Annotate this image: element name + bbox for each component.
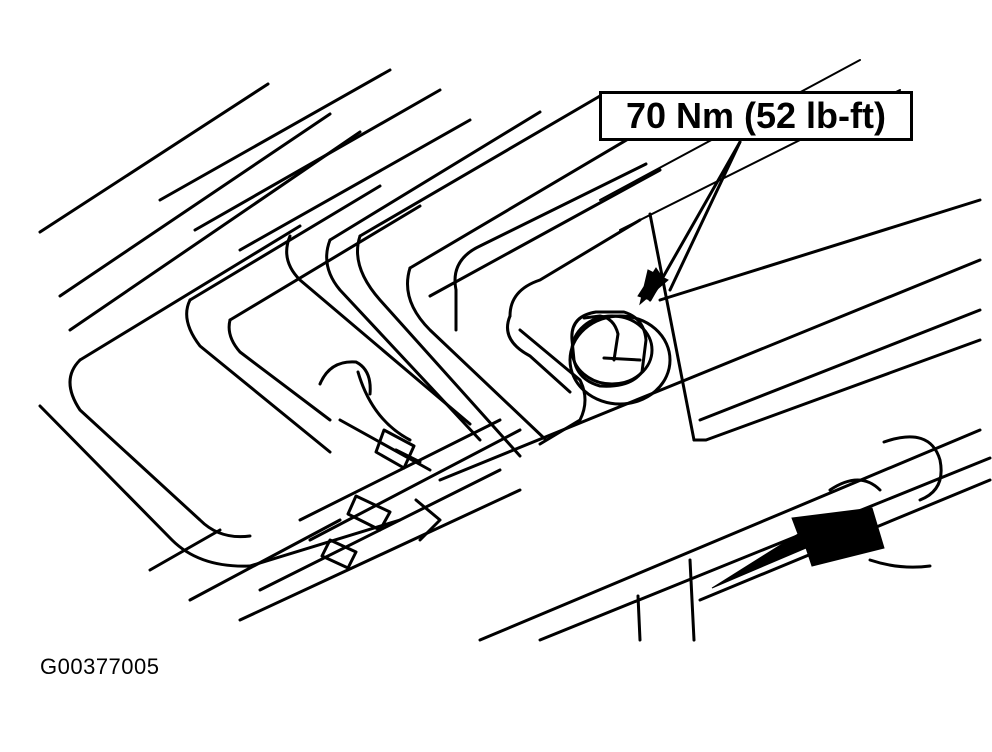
frame-rails [38, 68, 472, 332]
figure-code: G00377005 [40, 654, 160, 679]
drain-plug [568, 310, 672, 406]
pan-rails [285, 94, 662, 458]
leader-arrow-icon [637, 140, 742, 306]
torque-callout-label: 70 Nm (52 lb-ft) [599, 91, 913, 141]
oil-pan-outline [38, 184, 422, 568]
harness-clips [148, 258, 992, 642]
direction-arrow-icon [711, 507, 885, 589]
